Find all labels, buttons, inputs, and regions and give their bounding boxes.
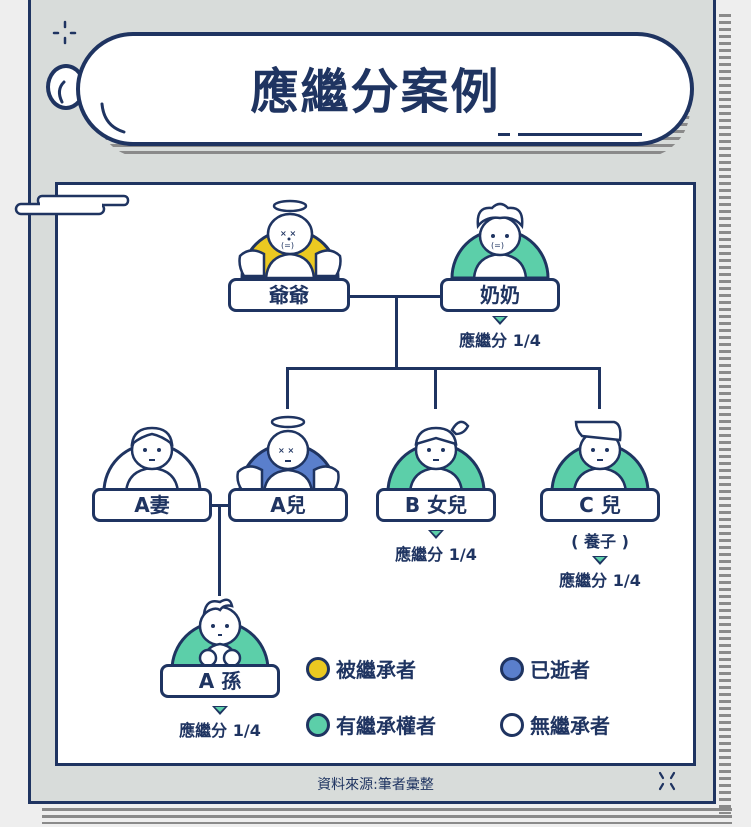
name-tag-a-wife: A妻 [92, 488, 212, 522]
title-gloss-decoration [100, 102, 126, 134]
title-dash-decoration [498, 133, 510, 136]
angel-elder-avatar-icon: × × (=) [238, 199, 342, 280]
down-triangle-icon [428, 530, 444, 539]
yellow-dot-icon [306, 656, 330, 681]
person-a-wife [92, 410, 212, 510]
name-tag-a-grandson: A 孫 [160, 664, 280, 698]
svg-text:(=): (=) [281, 241, 294, 250]
angel-man-avatar-icon: × × [236, 415, 340, 494]
svg-text:× ×: × × [278, 446, 294, 455]
name-tag-c-son: C 兒 [540, 488, 660, 522]
page-title: 應繼分案例 [250, 64, 501, 120]
woman-avatar-icon [102, 426, 202, 494]
branch-line-b-daughter [434, 367, 437, 409]
boy-avatar-icon [550, 420, 650, 494]
blue-dot-icon [500, 656, 524, 681]
legend-item-heir: 有繼承權者 [306, 710, 436, 739]
person-a-son: × × [228, 410, 348, 510]
name-tag-a-son: A兒 [228, 488, 348, 522]
name-tag-b-daughter: B 女兒 [376, 488, 496, 522]
share-grandma: 應繼分 1/4 [440, 316, 560, 351]
share-a-grandson: 應繼分 1/4 [160, 706, 280, 741]
down-triangle-icon [592, 556, 608, 565]
descent-line-a-grandson [218, 504, 221, 596]
source-caption: 資料來源:筆者彙整 [317, 777, 434, 793]
share-b-daughter: 應繼分 1/4 [376, 530, 496, 565]
decorative-stripes-right [719, 14, 731, 814]
children-branch-line [286, 367, 601, 370]
legend-item-non-heir: 無繼承者 [500, 710, 610, 739]
white-dot-icon [500, 712, 524, 737]
green-dot-icon [306, 712, 330, 737]
legend-item-decedent: 被繼承者 [306, 654, 416, 683]
name-tag-grandpa: 爺爺 [228, 278, 350, 312]
legend-item-deceased: 已逝者 [500, 654, 590, 683]
down-triangle-icon [212, 706, 228, 715]
person-grandma: (=) [440, 196, 560, 296]
share-c-son: 應繼分 1/4 [540, 556, 660, 591]
person-a-grandson [160, 592, 280, 692]
elder-woman-avatar-icon: (=) [450, 202, 550, 280]
baby-avatar-icon [170, 598, 270, 672]
girl-avatar-icon [386, 420, 486, 494]
descent-line-grandparents [395, 295, 398, 369]
bump-gloss-decoration [57, 80, 66, 104]
person-b-daughter [376, 410, 496, 510]
decorative-stripes-bottom [42, 808, 732, 824]
person-c-son [540, 410, 660, 510]
branch-line-a-son [286, 367, 289, 409]
sparkle-icon [656, 770, 678, 797]
svg-text:(=): (=) [491, 241, 504, 250]
sparkle-icon [52, 20, 78, 51]
branch-line-c-son [598, 367, 601, 409]
name-tag-grandma: 奶奶 [440, 278, 560, 312]
down-triangle-icon [492, 316, 508, 325]
title-dash-decoration [518, 133, 642, 136]
person-grandpa: × × (=) [230, 196, 350, 296]
svg-text:× ×: × × [280, 229, 296, 238]
adopted-note: ( 養子 ) [571, 532, 629, 551]
title-banner [76, 32, 694, 146]
cloud-decoration [14, 194, 130, 216]
